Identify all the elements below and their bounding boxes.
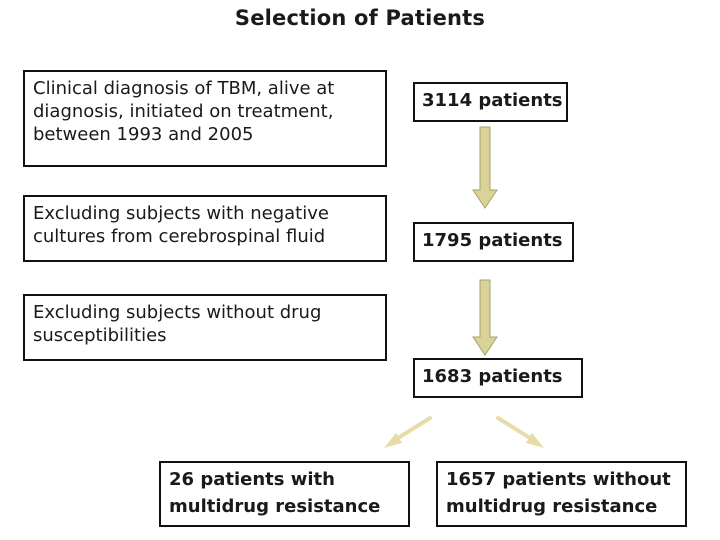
outcome-line: multidrug resistance (169, 496, 381, 517)
outcome-line: 1657 patients without (446, 469, 671, 490)
criteria-line: Clinical diagnosis of TBM, alive at (33, 78, 335, 99)
criteria-line: between 1993 and 2005 (33, 124, 254, 145)
exclusion-negative-cultures-box: Excluding subjects with negative culture… (23, 195, 387, 262)
criteria-line: susceptibilities (33, 325, 167, 346)
criteria-line: Excluding subjects with negative (33, 203, 329, 224)
criteria-line: Excluding subjects without drug (33, 302, 322, 323)
count-box-after-cultures: 1795 patients (413, 222, 574, 262)
outcome-line: 26 patients with (169, 469, 335, 490)
down-arrow-icon (472, 279, 498, 356)
diagonal-arrow-right-icon (496, 416, 544, 448)
exclusion-no-susceptibility-box: Excluding subjects without drug suscepti… (23, 294, 387, 361)
count-box-final: 1683 patients (413, 358, 583, 398)
diagram-title: Selection of Patients (234, 6, 486, 30)
criteria-line: cultures from cerebrospinal fluid (33, 226, 326, 247)
down-arrow-icon (472, 126, 498, 209)
criteria-line: diagnosis, initiated on treatment, (33, 101, 334, 122)
inclusion-criteria-box: Clinical diagnosis of TBM, alive at diag… (23, 70, 387, 167)
count-box-initial: 3114 patients (413, 82, 568, 122)
outcome-box-mdr: 26 patients with multidrug resistance (159, 461, 410, 527)
outcome-line: multidrug resistance (446, 496, 658, 517)
outcome-box-non-mdr: 1657 patients without multidrug resistan… (436, 461, 687, 527)
diagonal-arrow-left-icon (384, 416, 432, 448)
